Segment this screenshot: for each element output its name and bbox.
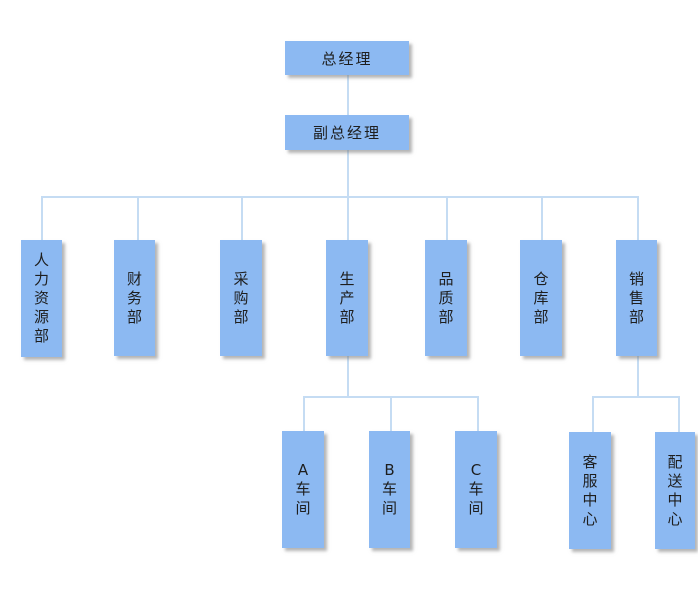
node-purchasing-department: 采 购 部: [220, 240, 262, 356]
node-customer-service-center: 客 服 中 心: [569, 432, 611, 549]
connector-drop-workshop-b: [390, 396, 392, 432]
node-workshop-a: A 车 间: [282, 431, 324, 548]
node-general-manager: 总经理: [285, 41, 409, 75]
node-sales-department: 销 售 部: [616, 240, 657, 356]
connector-sales-centers-bus: [592, 396, 680, 398]
connector-drop-delivery: [678, 396, 680, 432]
connector-departments-bus: [41, 196, 639, 198]
connector-ceo-to-deputy: [347, 75, 349, 116]
node-quality-department: 品 质 部: [425, 240, 467, 356]
node-hr-department: 人 力 资 源 部: [21, 240, 62, 357]
connector-drop-finance: [137, 196, 139, 240]
node-workshop-b: B 车 间: [369, 431, 410, 548]
connector-drop-purchasing: [241, 196, 243, 240]
connector-drop-hr: [41, 196, 43, 240]
connector-drop-customer-service: [592, 396, 594, 432]
connector-drop-production: [347, 196, 349, 240]
connector-deputy-down: [347, 150, 349, 196]
connector-drop-sales: [637, 196, 639, 240]
connector-drop-warehouse: [541, 196, 543, 240]
connector-drop-workshop-c: [477, 396, 479, 432]
connector-production-down: [347, 356, 349, 397]
connector-sales-down: [637, 356, 639, 397]
connector-drop-quality: [446, 196, 448, 240]
node-workshop-c: C 车 间: [455, 431, 497, 548]
node-delivery-center: 配 送 中 心: [655, 432, 695, 549]
connector-drop-workshop-a: [303, 396, 305, 432]
node-deputy-general-manager: 副总经理: [285, 115, 409, 150]
node-warehouse-department: 仓 库 部: [520, 240, 562, 356]
node-finance-department: 财 务 部: [114, 240, 155, 356]
node-production-department: 生 产 部: [326, 240, 368, 356]
